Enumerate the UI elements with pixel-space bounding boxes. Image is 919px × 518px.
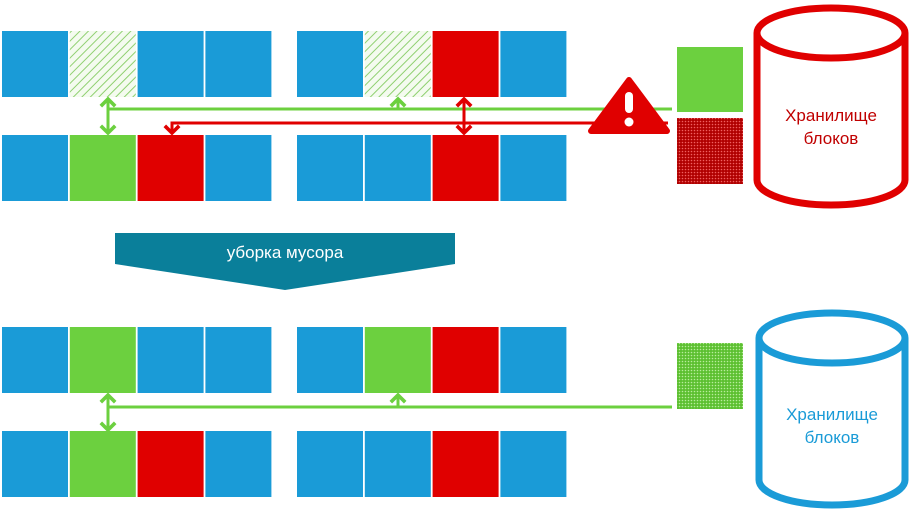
block-blue: [297, 31, 363, 97]
block-red: [432, 135, 499, 201]
storage-cylinder-red: Хранилище блоков: [753, 4, 909, 209]
block-red: [432, 327, 499, 393]
block-blue: [297, 431, 363, 497]
block-green: [69, 327, 136, 393]
block-red: [432, 31, 499, 97]
gc-banner-label: уборка мусора: [227, 243, 344, 262]
warning-triangle-icon: [588, 77, 670, 134]
block-blue: [364, 135, 431, 201]
block-hatched: [364, 31, 431, 97]
block-blue: [297, 135, 363, 201]
storage-label-line2: блоков: [805, 428, 860, 447]
block-blue: [205, 135, 272, 201]
block-hatched: [69, 31, 136, 97]
green-block-store: [677, 47, 743, 112]
block-blue: [500, 431, 567, 497]
block-blue: [500, 31, 567, 97]
storage-label-line1: Хранилище: [785, 106, 877, 125]
block-green: [69, 431, 136, 497]
block-blue: [2, 31, 68, 97]
block-blue: [297, 327, 363, 393]
block-red: [432, 431, 499, 497]
block-blue: [364, 431, 431, 497]
red-block-store-dotted: [677, 118, 743, 184]
block-blue: [2, 327, 68, 393]
block-blue: [205, 431, 272, 497]
block-blue: [500, 327, 567, 393]
block-blue: [137, 327, 204, 393]
block-green: [364, 327, 431, 393]
block-blue: [205, 31, 272, 97]
red-link: [163, 121, 668, 136]
block-blue: [500, 135, 567, 201]
block-red: [137, 135, 204, 201]
block-grid: [2, 31, 567, 497]
storage-cylinder-blue: Хранилище блоков: [755, 309, 909, 509]
green-block-store-dotted: [677, 343, 743, 409]
block-blue: [2, 135, 68, 201]
block-blue: [137, 31, 204, 97]
storage-label-line1: Хранилище: [786, 405, 878, 424]
storage-label-line2: блоков: [804, 129, 859, 148]
block-blue: [2, 431, 68, 497]
gc-banner: уборка мусора: [115, 233, 455, 290]
block-red: [137, 431, 204, 497]
block-blue: [205, 327, 272, 393]
block-green: [69, 135, 136, 201]
